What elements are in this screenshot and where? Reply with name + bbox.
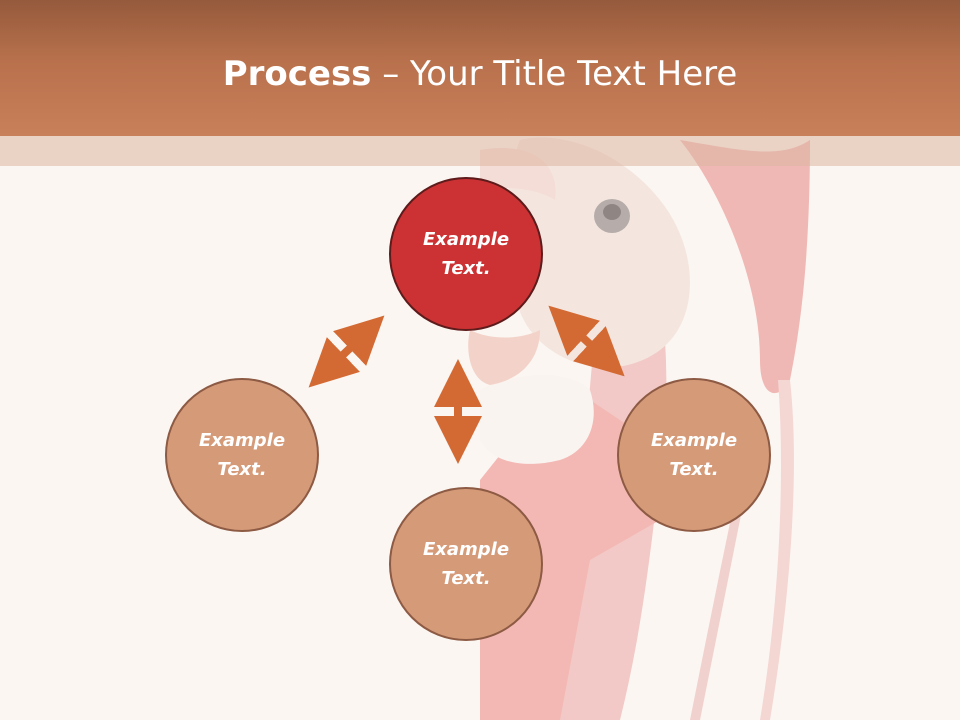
node-top: Example Text.	[389, 177, 543, 331]
node-top-label: Example Text.	[422, 229, 510, 279]
title-rest: – Your Title Text Here	[371, 54, 738, 94]
slide-title: Process – Your Title Text Here	[0, 54, 960, 94]
title-bar	[0, 0, 960, 136]
node-left-label: Example Text.	[198, 430, 286, 480]
node-bottom: Example Text.	[389, 487, 543, 641]
node-left: Example Text.	[165, 378, 319, 532]
node-bottom-label: Example Text.	[422, 539, 510, 589]
arrow-top-left	[308, 315, 385, 388]
node-right-label: Example Text.	[650, 430, 738, 480]
arrow-top-right	[548, 305, 625, 377]
title-bold: Process	[222, 54, 372, 94]
node-right: Example Text.	[617, 378, 771, 532]
title-underband	[0, 136, 960, 166]
